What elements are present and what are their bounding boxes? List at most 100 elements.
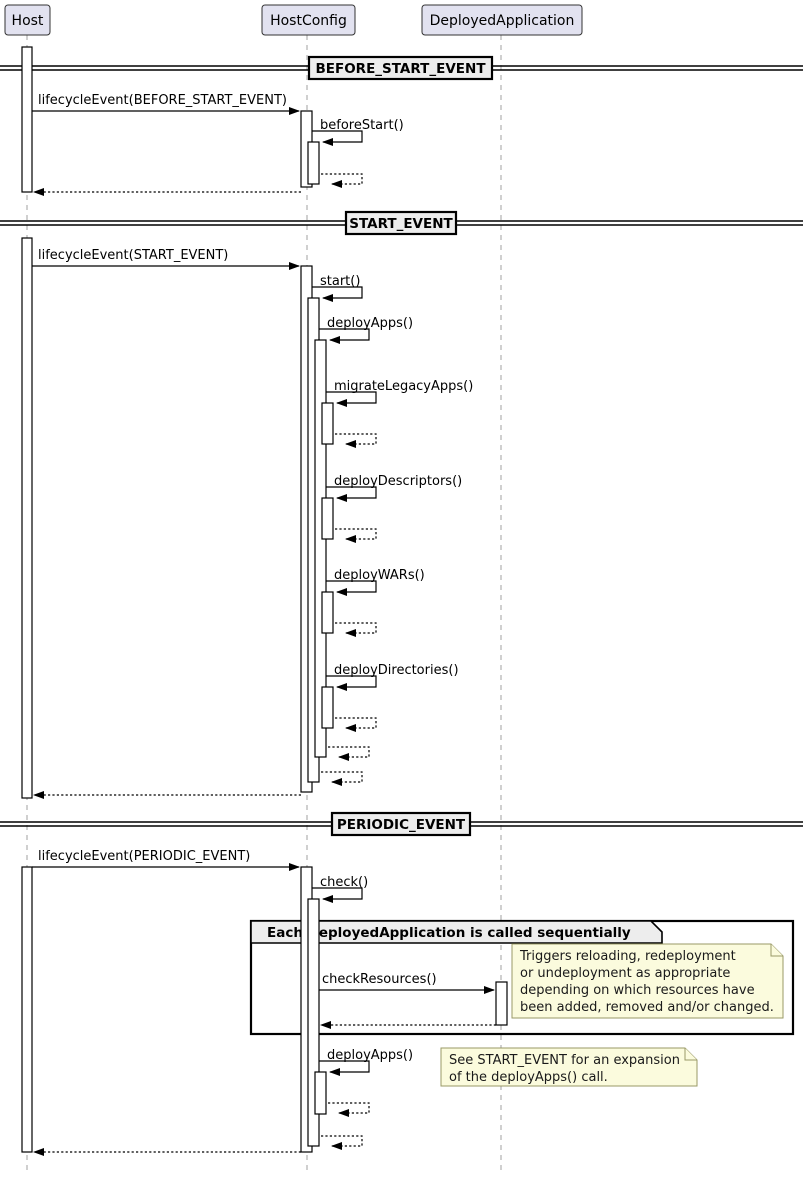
message-config-self-beforestart-ret	[321, 173, 363, 188]
message-config-self-start: start()	[312, 274, 363, 302]
self-message-path	[326, 486, 377, 502]
activations-layer	[21, 46, 508, 1153]
group-tab	[250, 920, 663, 944]
message-config-self-wars: deployWARs()	[326, 568, 425, 596]
self-message-path	[319, 1060, 370, 1076]
self-message-path	[326, 391, 377, 407]
message-label: migrateLegacyApps()	[334, 379, 473, 394]
participant-app[interactable]: DeployedApplication	[421, 4, 583, 36]
message-host-to-config-periodic: lifecycleEvent(PERIODIC_EVENT)	[32, 849, 300, 871]
message-label: checkResources()	[322, 972, 437, 987]
message-label: beforeStart()	[320, 118, 404, 133]
message-config-self-migrate-ret	[335, 433, 377, 448]
note-fold-corner	[684, 1048, 697, 1061]
message-host-to-config-before-start: lifecycleEvent(BEFORE_START_EVENT)	[32, 93, 300, 115]
message-label: lifecycleEvent(BEFORE_START_EVENT)	[38, 93, 287, 108]
participant-label: DeployedApplication	[430, 13, 575, 29]
divider-2: PERIODIC_EVENT	[0, 811, 803, 837]
note-line: depending on which resources have	[520, 983, 755, 998]
dividers-layer: BEFORE_START_EVENT START_EVENT PERIODIC_EV…	[0, 55, 803, 837]
participant-label: HostConfig	[270, 13, 347, 29]
self-message-path	[321, 173, 363, 188]
group-title: Each DeployedApplication is called seque…	[267, 925, 631, 941]
self-message-path	[326, 580, 377, 596]
activation-config-check-in	[307, 898, 320, 1147]
deployapps-note: See START_EVENT for an expansion of the d…	[440, 1047, 698, 1087]
note-line: of the deployApps() call.	[449, 1070, 608, 1085]
message-label: deployApps()	[327, 316, 413, 331]
message-config-self-wars-ret	[335, 622, 377, 637]
divider-0: BEFORE_START_EVENT	[0, 55, 803, 81]
message-config-self-descriptors: deployDescriptors()	[326, 474, 462, 502]
self-message-path	[335, 528, 377, 543]
message-label: deployApps()	[327, 1048, 413, 1063]
activation-host-periodic	[21, 866, 33, 1153]
self-message-path	[328, 1102, 370, 1117]
divider-box	[344, 210, 458, 236]
messages-layer: lifecycleEvent(BEFORE_START_EVENT)before…	[32, 93, 496, 1156]
participant-box[interactable]	[261, 4, 356, 36]
message-label: deployWARs()	[334, 568, 425, 583]
activation-config-dirs	[321, 686, 334, 729]
participant-box[interactable]	[421, 4, 583, 36]
self-message-path	[312, 887, 363, 903]
sequential-group: Each DeployedApplication is called seque…	[249, 919, 795, 1036]
message-label: deployDescriptors()	[334, 474, 462, 489]
participant-box[interactable]	[4, 4, 51, 36]
self-message-path	[321, 771, 363, 786]
message-label: check()	[320, 875, 368, 890]
activation-app-checkresources	[495, 981, 508, 1026]
note-line: or undeployment as appropriate	[520, 966, 730, 981]
activation-config-deployapps2	[314, 1071, 327, 1115]
note-line: been added, removed and/or changed.	[520, 1000, 774, 1015]
self-message-path	[335, 717, 377, 732]
activation-host-before-start	[21, 46, 33, 193]
checkresources-note: Triggers reloading, redeployment or undep…	[511, 943, 784, 1019]
message-config-self-check: check()	[312, 875, 368, 903]
self-message-path	[328, 746, 370, 761]
activation-config-wars	[321, 591, 334, 634]
message-host-to-config-start: lifecycleEvent(START_EVENT)	[32, 248, 300, 270]
self-message-path	[335, 433, 377, 448]
divider-box	[330, 811, 472, 837]
message-label: deployDirectories()	[334, 663, 459, 678]
note-line: See START_EVENT for an expansion	[449, 1053, 680, 1068]
participant-config[interactable]: HostConfig	[261, 4, 356, 36]
participants-layer: Host HostConfig DeployedApplication	[4, 4, 583, 36]
self-message-path	[312, 130, 363, 146]
note-line: Triggers reloading, redeployment	[519, 949, 736, 964]
message-config-start-ret	[321, 771, 363, 786]
self-message-path	[312, 286, 363, 302]
note-body	[440, 1047, 698, 1087]
self-message-path	[321, 1135, 363, 1150]
activation-config-migrate	[321, 402, 334, 445]
divider-label: START_EVENT	[349, 216, 453, 232]
message-config-self-migrate: migrateLegacyApps()	[326, 379, 473, 407]
note-fold-corner	[770, 944, 783, 957]
participant-host[interactable]: Host	[4, 4, 51, 36]
divider-label: PERIODIC_EVENT	[337, 817, 466, 833]
divider-box	[307, 55, 494, 81]
lifelines-layer	[26, 35, 502, 1172]
message-label: start()	[320, 274, 360, 289]
message-config-self-dirs-ret	[335, 717, 377, 732]
note-body	[511, 943, 784, 1019]
message-config-to-app-checkres: checkResources()	[319, 972, 495, 994]
message-label: lifecycleEvent(START_EVENT)	[38, 248, 228, 263]
message-config-self-deployapps2: deployApps()	[319, 1048, 413, 1076]
groups-layer: Each DeployedApplication is called seque…	[249, 919, 795, 1036]
divider-1: START_EVENT	[0, 210, 803, 236]
activation-config-descriptors	[321, 497, 334, 540]
activation-config-deployapps	[314, 339, 327, 758]
message-config-deployapps2-ret	[328, 1102, 370, 1117]
participant-label: Host	[12, 13, 44, 29]
message-config-self-dirs: deployDirectories()	[326, 663, 459, 691]
message-config-self-beforestart: beforeStart()	[312, 118, 404, 146]
message-config-self-descriptors-ret	[335, 528, 377, 543]
self-message-path	[326, 675, 377, 691]
notes-layer: Triggers reloading, redeployment or undep…	[440, 943, 784, 1087]
self-message-path	[335, 622, 377, 637]
message-config-self-deployapps: deployApps()	[319, 316, 413, 344]
message-config-check-ret	[321, 1135, 363, 1150]
